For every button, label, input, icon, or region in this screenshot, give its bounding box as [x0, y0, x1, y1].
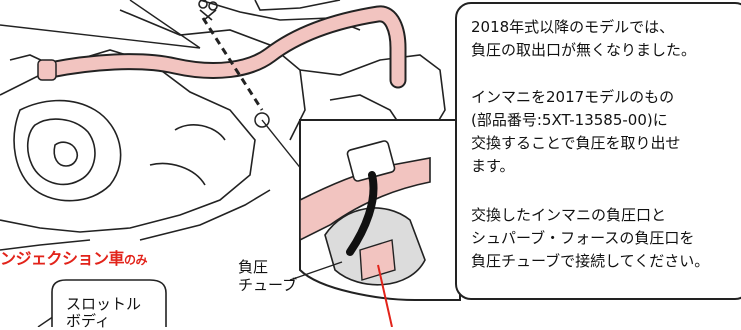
detail-inset — [299, 119, 461, 327]
hose-label-leader — [289, 261, 343, 281]
injection-model-title: ンジェクション車のみ — [0, 249, 148, 268]
negative-port-pointer — [377, 264, 393, 327]
note-box: 2018年式以降のモデルでは、 負圧の取出口が無くなりました。 インマニを201… — [455, 2, 741, 300]
vacuum-hose — [37, 5, 407, 89]
detail-leader — [261, 119, 303, 171]
note-paragraph: 2018年式以降のモデルでは、 負圧の取出口が無くなりました。 — [471, 18, 697, 59]
callout-line — [0, 0, 201, 49]
scissors-icon — [198, 0, 218, 21]
note-paragraph: インマニを2017モデルのもの (部品番号:5XT-13585-00)に 交換す… — [471, 88, 681, 175]
note-paragraph: 交換したインマニの負圧口と シュパーブ・フォースの負圧口を 負圧チューブで接続し… — [471, 206, 710, 270]
negative-pressure-tube-label: 負圧 チューブ — [238, 258, 298, 294]
throttle-body-label: スロットル ボディ — [66, 295, 142, 330]
throttle-body-box — [51, 279, 167, 327]
cut-line — [201, 17, 264, 111]
